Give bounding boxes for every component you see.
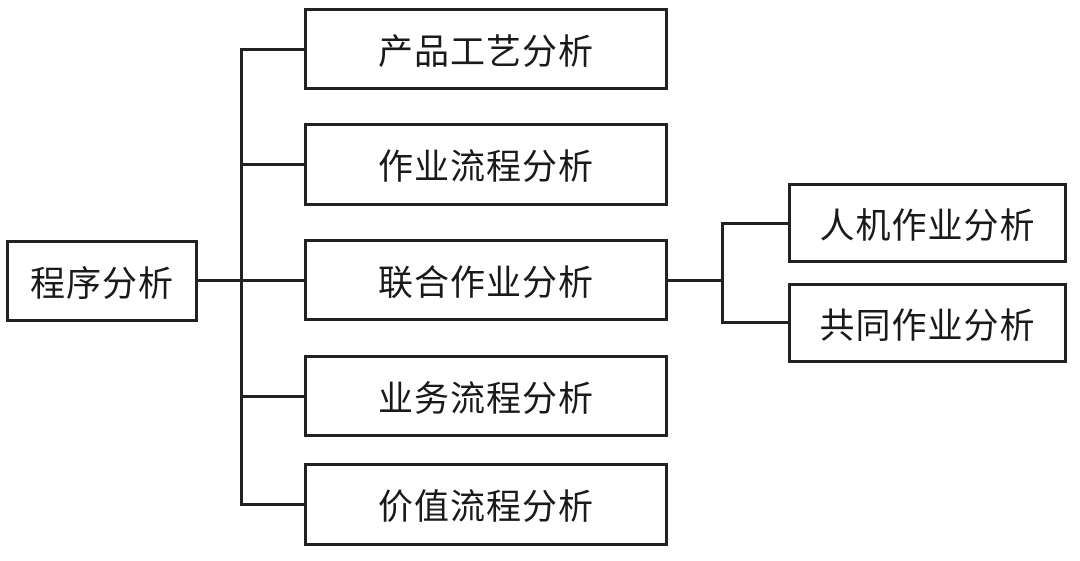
connector-branch-value-stream: [240, 503, 305, 506]
connector-root-to-trunk: [197, 279, 305, 282]
node-label: 共同作业分析: [819, 306, 1036, 346]
connector-branch-product-process: [240, 48, 305, 51]
node-joint-operation-analysis: 联合作业分析: [304, 239, 668, 321]
node-label: 业务流程分析: [377, 379, 594, 419]
connector-branch-business-flow: [240, 395, 305, 398]
node-program-analysis: 程序分析: [6, 240, 198, 322]
node-value-stream-analysis: 价值流程分析: [304, 463, 668, 546]
node-label: 程序分析: [29, 264, 174, 304]
connector-right-trunk: [721, 222, 724, 324]
node-product-process-analysis: 产品工艺分析: [304, 8, 668, 90]
connector-joint-to-right-trunk: [666, 279, 724, 282]
node-man-machine-operation-analysis: 人机作业分析: [788, 183, 1067, 263]
node-label: 联合作业分析: [377, 263, 594, 303]
connector-branch-operation-flow: [240, 163, 305, 166]
node-common-operation-analysis: 共同作业分析: [788, 283, 1067, 363]
node-label: 价值流程分析: [377, 488, 594, 527]
connector-left-trunk: [240, 48, 243, 506]
node-label: 产品工艺分析: [377, 32, 594, 72]
connector-branch-man-machine: [721, 222, 788, 225]
node-label: 作业流程分析: [377, 148, 594, 187]
node-label: 人机作业分析: [819, 206, 1036, 246]
node-operation-flow-analysis: 作业流程分析: [304, 123, 668, 206]
node-business-flow-analysis: 业务流程分析: [304, 355, 668, 437]
connector-branch-common-operation: [721, 321, 788, 324]
